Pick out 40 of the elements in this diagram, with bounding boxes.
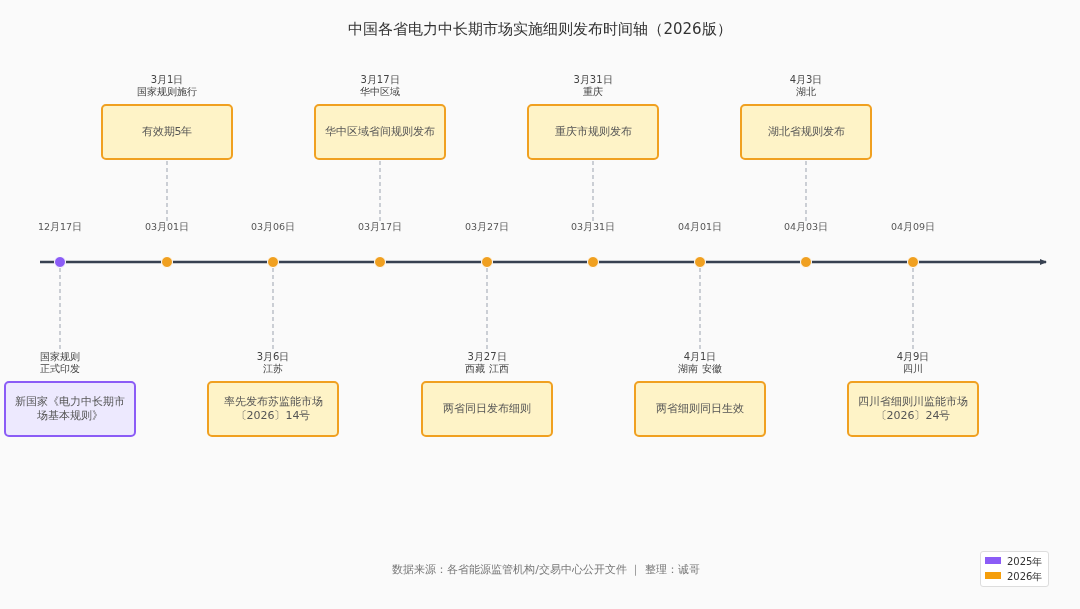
event-box: 湖北省规则发布 bbox=[740, 104, 872, 160]
leader-line bbox=[805, 159, 807, 222]
leader-line bbox=[379, 159, 381, 222]
date-label: 04月03日 bbox=[782, 221, 830, 232]
date-label: 12月17日 bbox=[36, 221, 84, 232]
date-heading: 国家规则正式印发 bbox=[39, 351, 81, 375]
date-label: 03月27日 bbox=[463, 221, 511, 232]
leader-line bbox=[166, 159, 168, 222]
legend-label: 2026年 bbox=[1007, 570, 1043, 583]
event-box: 四川省细则川监能市场〔2026〕24号 bbox=[847, 381, 979, 437]
leader-line bbox=[486, 267, 488, 352]
date-label: 03月17日 bbox=[356, 221, 404, 232]
leader-line bbox=[912, 267, 914, 352]
event-box: 华中区域省间规则发布 bbox=[314, 104, 446, 160]
date-heading: 3月6日江苏 bbox=[255, 351, 291, 375]
date-heading: 4月9日四川 bbox=[895, 351, 931, 375]
leader-line bbox=[272, 267, 274, 352]
event-box: 率先发布苏监能市场〔2026〕14号 bbox=[207, 381, 339, 437]
date-label: 04月01日 bbox=[676, 221, 724, 232]
date-heading: 4月3日湖北 bbox=[788, 74, 824, 98]
date-label: 03月01日 bbox=[143, 221, 191, 232]
leader-line bbox=[592, 159, 594, 222]
leader-line bbox=[699, 267, 701, 352]
event-box: 重庆市规则发布 bbox=[527, 104, 659, 160]
date-label: 03月06日 bbox=[249, 221, 297, 232]
title: 中国各省电力中长期市场实施细则发布时间轴（2026版） bbox=[347, 20, 733, 39]
event-box: 有效期5年 bbox=[101, 104, 233, 160]
leader-line bbox=[59, 267, 61, 352]
date-heading: 3月1日国家规则施行 bbox=[136, 74, 198, 98]
legend-label: 2025年 bbox=[1007, 555, 1043, 568]
date-heading: 3月27日西藏 江西 bbox=[464, 351, 510, 375]
date-heading: 4月1日湖南 安徽 bbox=[677, 351, 723, 375]
event-box: 两省细则同日生效 bbox=[634, 381, 766, 437]
date-heading: 3月17日华中区域 bbox=[359, 74, 401, 98]
event-box: 新国家《电力中长期市场基本规则》 bbox=[4, 381, 136, 437]
date-heading: 3月31日重庆 bbox=[572, 74, 614, 98]
source-note: 数据来源：各省能源监管机构/交易中心公开文件 ｜ 整理：诚哥 bbox=[391, 562, 701, 577]
event-box: 两省同日发布细则 bbox=[421, 381, 553, 437]
date-label: 04月09日 bbox=[889, 221, 937, 232]
date-label: 03月31日 bbox=[569, 221, 617, 232]
